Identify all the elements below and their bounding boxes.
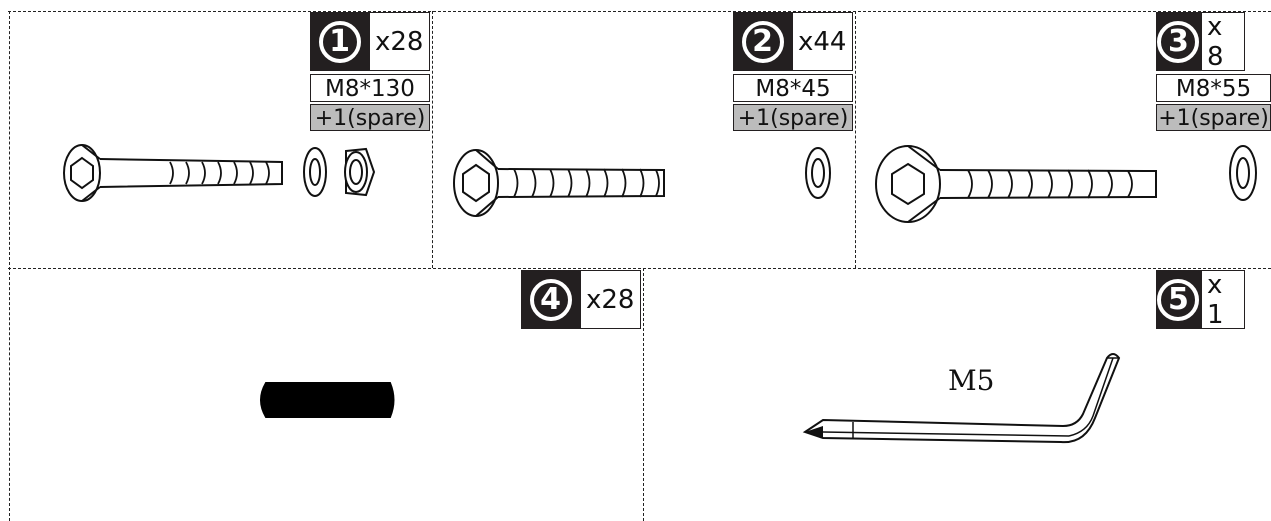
divider-middle: [8, 268, 1271, 269]
part-quantity-4: x28: [580, 270, 642, 329]
part-badge-4: 4 x28: [521, 270, 642, 329]
part-spare-1: +1(spare): [310, 104, 430, 131]
divider-4-5: [643, 268, 644, 521]
part-badge-3: 3 x 8: [1156, 12, 1245, 72]
part-spec-1: M8*130: [310, 74, 430, 102]
divider-1-2: [432, 11, 433, 268]
part-number-3: 3: [1157, 20, 1200, 63]
divider-2-3: [855, 11, 856, 268]
part-number-2: 2: [741, 20, 784, 63]
washer-icon: [303, 147, 327, 197]
part-number-5: 5: [1157, 278, 1200, 321]
part-number-4: 4: [529, 278, 572, 321]
allen-key-icon: [802, 353, 1121, 444]
part-spare-3: +1(spare): [1156, 104, 1271, 131]
part-spec-3: M8*55: [1156, 74, 1271, 102]
dowel-icon: [260, 382, 395, 418]
part-spare-2: +1(spare): [733, 104, 853, 131]
washer-icon: [805, 147, 831, 199]
part-badge-1: 1 x28: [310, 12, 431, 71]
part-quantity-5: x 1: [1200, 270, 1245, 330]
part-spec-2: M8*45: [733, 74, 853, 102]
bolt-icon: [875, 145, 1157, 223]
part-quantity-2: x44: [792, 12, 854, 71]
part-badge-5: 5 x 1: [1156, 270, 1245, 330]
part-quantity-1: x28: [369, 12, 431, 71]
part-badge-2: 2 x44: [733, 12, 854, 71]
nut-icon: [344, 147, 376, 197]
washer-icon: [1229, 145, 1257, 201]
divider-top: [8, 11, 1271, 12]
part-number-1: 1: [318, 20, 361, 63]
bolt-icon: [63, 144, 283, 202]
allen-key-size-label: M5: [948, 364, 995, 397]
bolt-icon: [453, 149, 665, 217]
part-quantity-3: x 8: [1200, 12, 1245, 72]
divider-left: [9, 11, 10, 521]
